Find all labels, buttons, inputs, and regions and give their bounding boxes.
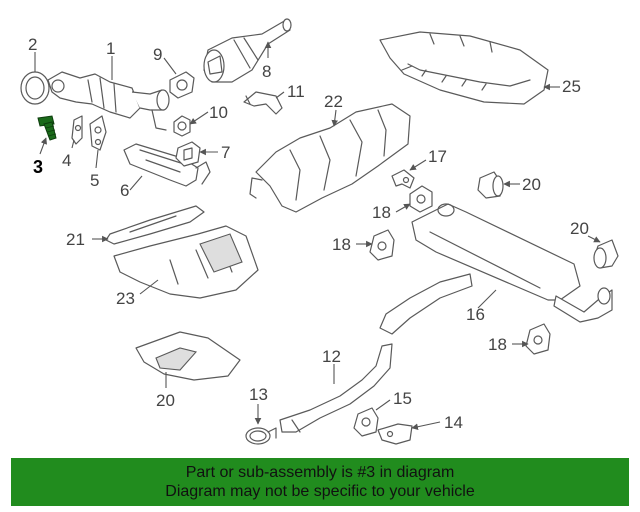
banner-line-2: Diagram may not be specific to your vehi… bbox=[165, 483, 475, 500]
part-10-isolator[interactable] bbox=[173, 115, 191, 137]
part-20-exhaust-tip-upper[interactable] bbox=[477, 171, 504, 199]
callout-4: 4 bbox=[62, 151, 71, 170]
part-7-hanger[interactable] bbox=[175, 141, 201, 167]
part-6-hanger-bracket[interactable] bbox=[123, 143, 211, 187]
part-12-intermediate-pipe[interactable] bbox=[279, 343, 393, 433]
part-20-exhaust-tip-lower[interactable] bbox=[593, 239, 619, 269]
part-15-isolator[interactable] bbox=[353, 407, 379, 437]
part-13-clamp[interactable] bbox=[245, 427, 277, 445]
part-9-flange-gasket[interactable] bbox=[169, 71, 195, 99]
callout-23: 21 bbox=[66, 230, 85, 249]
callout-15: 15 bbox=[393, 389, 412, 408]
exhaust-parts-diagram: 2 1 3 4 5 6 9 bbox=[20, 18, 619, 445]
part-2-gasket[interactable] bbox=[20, 71, 50, 105]
callout-10: 10 bbox=[209, 103, 228, 122]
part-18-isolator-lower[interactable] bbox=[525, 323, 551, 355]
callout-13: 13 bbox=[249, 385, 268, 404]
callout-21: 20 bbox=[156, 391, 175, 410]
part-23-heat-shield[interactable] bbox=[105, 205, 205, 245]
part-3-stud-bolt[interactable] bbox=[37, 115, 57, 141]
banner-line-1: Part or sub-assembly is #3 in diagram bbox=[185, 464, 455, 481]
part-19-isolator[interactable] bbox=[409, 185, 433, 213]
callout-18-lower: 18 bbox=[488, 335, 507, 354]
part-11-clamp[interactable] bbox=[243, 91, 283, 115]
part-1-catalytic-converter[interactable] bbox=[47, 71, 170, 131]
callout-5: 5 bbox=[90, 171, 99, 190]
part-24-heat-shield[interactable] bbox=[249, 103, 411, 213]
callout-3: 3 bbox=[33, 157, 43, 177]
callout-14: 14 bbox=[444, 413, 463, 432]
callout-7: 7 bbox=[221, 143, 230, 162]
callout-9: 9 bbox=[153, 45, 162, 64]
part-25-underbody-shield[interactable] bbox=[379, 31, 549, 105]
callout-16: 16 bbox=[466, 305, 485, 324]
part-16-muffler[interactable] bbox=[379, 203, 613, 335]
callout-18-upper: 18 bbox=[332, 235, 351, 254]
callout-19: 18 bbox=[372, 203, 391, 222]
part-22-heat-shield[interactable] bbox=[113, 225, 259, 299]
part-21-lower-shield[interactable] bbox=[135, 331, 241, 381]
part-14-bracket[interactable] bbox=[377, 423, 413, 445]
info-banner: Part or sub-assembly is #3 in diagram Di… bbox=[11, 458, 629, 506]
callout-24: 22 bbox=[324, 92, 343, 111]
callout-2: 2 bbox=[28, 35, 37, 54]
callout-20-upper: 20 bbox=[522, 175, 541, 194]
callout-20-lower: 20 bbox=[570, 219, 589, 238]
part-8-filter-assembly[interactable] bbox=[203, 18, 292, 83]
callout-25: 25 bbox=[562, 77, 581, 96]
part-18-isolator-upper[interactable] bbox=[369, 229, 395, 261]
callout-22: 23 bbox=[116, 289, 135, 308]
part-5-bracket[interactable] bbox=[89, 115, 107, 151]
callout-12: 12 bbox=[322, 347, 341, 366]
part-17-hanger-bracket[interactable] bbox=[391, 169, 415, 189]
callout-1: 1 bbox=[106, 39, 115, 58]
part-4-bracket[interactable] bbox=[71, 115, 83, 145]
callout-6: 6 bbox=[120, 181, 129, 200]
callout-8: 8 bbox=[262, 62, 271, 81]
callout-17: 17 bbox=[428, 147, 447, 166]
callout-11: 11 bbox=[287, 82, 305, 101]
